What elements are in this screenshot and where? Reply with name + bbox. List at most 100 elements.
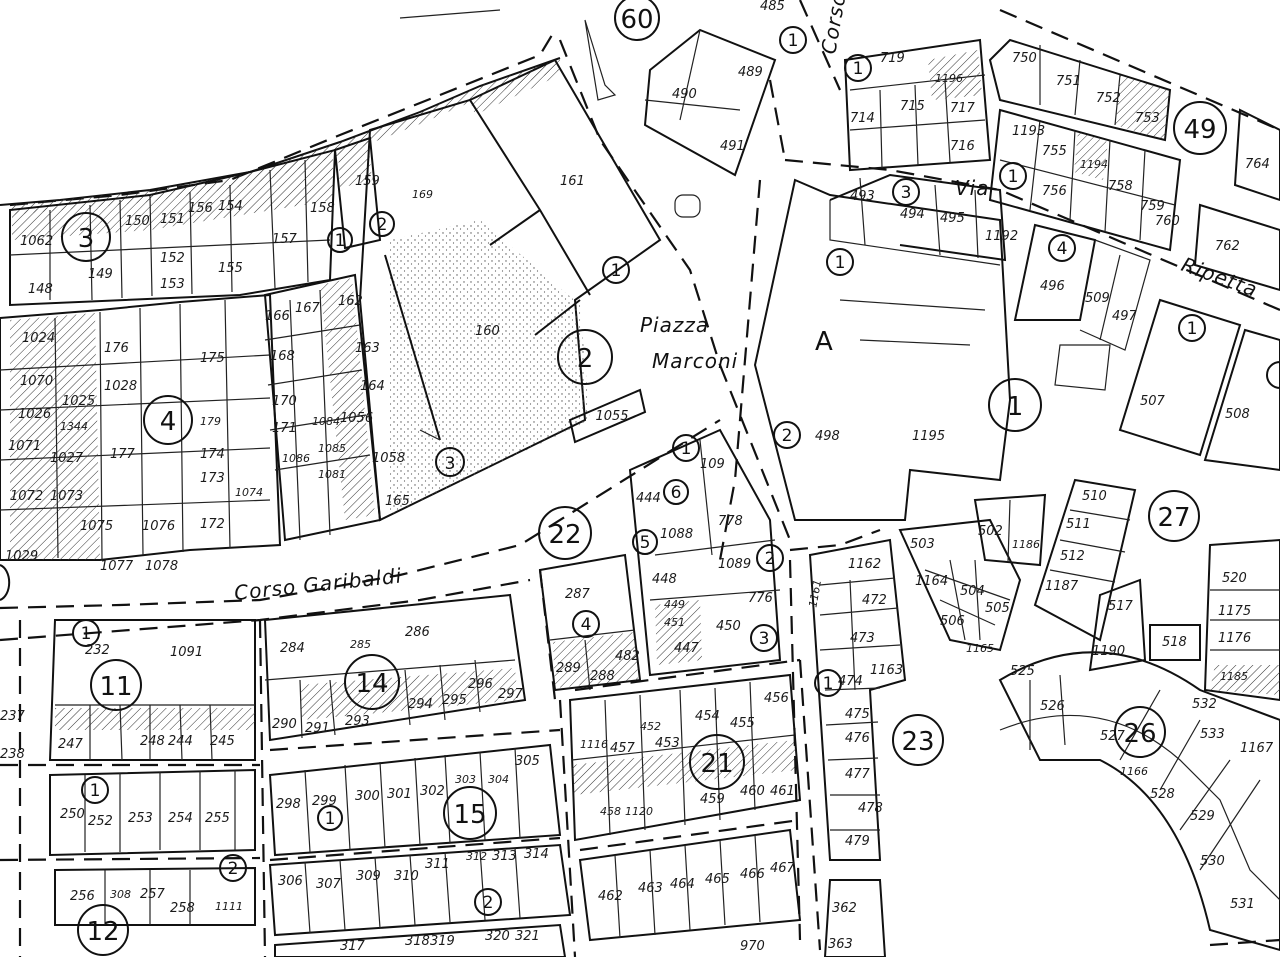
parcel-1028: 1028 (104, 379, 137, 394)
block-162: 166 167 162 163 168 164 170 1056 171 108… (263, 273, 410, 542)
parcel-502: 502 (978, 524, 1003, 539)
parcel-1077: 1077 (100, 559, 134, 574)
parcel-1029: 1029 (5, 549, 38, 564)
parcel-289: 289 (556, 661, 581, 676)
sub-5: 5 (640, 533, 651, 553)
parcel-529: 529 (1190, 809, 1215, 824)
parcel-1074: 1074 (235, 486, 263, 499)
parcel-253: 253 (128, 811, 153, 826)
parcel-462: 462 (598, 889, 623, 904)
parcel-1194: 1194 (1080, 158, 1108, 171)
parcel-1175: 1175 (1218, 604, 1251, 619)
parcel-1344: 1344 (60, 420, 88, 433)
parcel-455: 455 (730, 716, 755, 731)
parcel-478: 478 (858, 801, 883, 816)
block-256: 256 308 257 258 1111 2 12 (54, 854, 256, 956)
block-number-22: 22 (548, 520, 581, 550)
parcel-308: 308 (110, 888, 131, 901)
parcel-497: 497 (1112, 309, 1138, 324)
parcel-295: 295 (442, 693, 467, 708)
parcel-258: 258 (170, 901, 195, 916)
parcel-466: 466 (740, 867, 765, 882)
parcel-244: 244 (168, 734, 193, 749)
parcel-1165: 1165 (966, 642, 994, 655)
block-14: 284 285 286 14 290 291 293 294 295 296 2… (263, 593, 527, 742)
parcel-467: 467 (770, 861, 796, 876)
parcel-714: 714 (850, 111, 875, 126)
parcel-257: 257 (140, 887, 166, 902)
parcel-109: 109 (700, 457, 725, 472)
block-26: 525 526 527 26 532 533 1167 1166 528 529… (998, 651, 1280, 952)
river-bank (0, 9, 561, 215)
parcel-171: 171 (272, 421, 297, 436)
parcel-1076: 1076 (142, 519, 175, 534)
sub-4-a: 4 (1057, 239, 1068, 259)
parcel-1072: 1072 (10, 489, 43, 504)
parcel-1196: 1196 (935, 72, 963, 85)
parcel-238: 238 (0, 747, 25, 762)
block-510: 510 511 512 1187 27 517 1190 518 (1033, 478, 1201, 672)
parcel-778: 778 (718, 514, 743, 529)
parcel-154: 154 (218, 199, 243, 214)
parcel-456: 456 (764, 691, 789, 706)
parcel-286: 286 (405, 625, 430, 640)
parcel-751: 751 (1056, 74, 1081, 89)
parcel-160: 160 (475, 324, 500, 339)
parcel-448: 448 (652, 572, 677, 587)
block-number-2: 2 (577, 344, 594, 374)
parcel-750: 750 (1012, 51, 1037, 66)
parcel-464: 464 (670, 877, 695, 892)
parcel-167: 167 (295, 301, 321, 316)
parcel-321: 321 (515, 929, 540, 944)
parcel-1193: 1193 (1012, 124, 1045, 139)
block-number-3: 3 (78, 224, 95, 254)
block-250: 1 250 252 253 254 255 (49, 768, 256, 857)
parcel-495: 495 (940, 211, 965, 226)
parcel-530: 530 (1200, 854, 1225, 869)
sub-1-c: 1 (788, 31, 799, 51)
sub-1-g: 1 (1187, 319, 1198, 339)
sub-1-e: 1 (1008, 167, 1019, 187)
sub-1-a: 1 (335, 231, 346, 251)
parcel-164: 164 (360, 379, 385, 394)
parcel-305: 305 (515, 754, 540, 769)
sub-1-i: 1 (823, 674, 834, 694)
parcel-1176: 1176 (1218, 631, 1251, 646)
parcel-169: 169 (412, 188, 433, 201)
parcel-1192: 1192 (985, 229, 1018, 244)
parcel-477: 477 (845, 767, 871, 782)
parcel-313: 313 (492, 849, 517, 864)
parcel-291: 291 (305, 721, 330, 736)
block-23: 1162 1161 472 473 1163 474 1 475 476 477… (806, 538, 944, 957)
parcel-250: 250 (60, 807, 85, 822)
parcel-151: 151 (160, 212, 185, 227)
parcel-172: 172 (200, 517, 225, 532)
parcel-760: 760 (1155, 214, 1180, 229)
parcel-1088: 1088 (660, 527, 693, 542)
parcel-288: 288 (590, 669, 615, 684)
parcel-1056: 1056 (340, 411, 373, 426)
parcel-503: 503 (910, 537, 935, 552)
parcel-310: 310 (394, 869, 419, 884)
parcel-509: 509 (1085, 291, 1110, 306)
parcel-1186: 1186 (1012, 538, 1040, 551)
block-462: 462 463 464 465 466 467 970 (578, 828, 802, 954)
parcel-1026: 1026 (18, 407, 51, 422)
parcel-1187: 1187 (1045, 579, 1079, 594)
block-507: 1 507 508 (1118, 298, 1280, 472)
parcel-294: 294 (408, 697, 433, 712)
block-719: 1 719 1196 714 715 717 716 (843, 38, 992, 172)
parcel-764: 764 (1245, 157, 1270, 172)
parcel-461: 461 (770, 784, 795, 799)
block-number-1: 1 (1007, 392, 1024, 422)
parcel-1024: 1024 (22, 331, 55, 346)
sub-2-e: 2 (228, 859, 239, 879)
parcel-533: 533 (1200, 727, 1225, 742)
parcel-296: 296 (468, 677, 493, 692)
parcel-1195: 1195 (912, 429, 945, 444)
parcel-1073: 1073 (50, 489, 83, 504)
parcel-245: 245 (210, 734, 235, 749)
parcel-1111: 1111 (215, 900, 243, 913)
parcel-460: 460 (740, 784, 765, 799)
parcel-454: 454 (695, 709, 720, 724)
